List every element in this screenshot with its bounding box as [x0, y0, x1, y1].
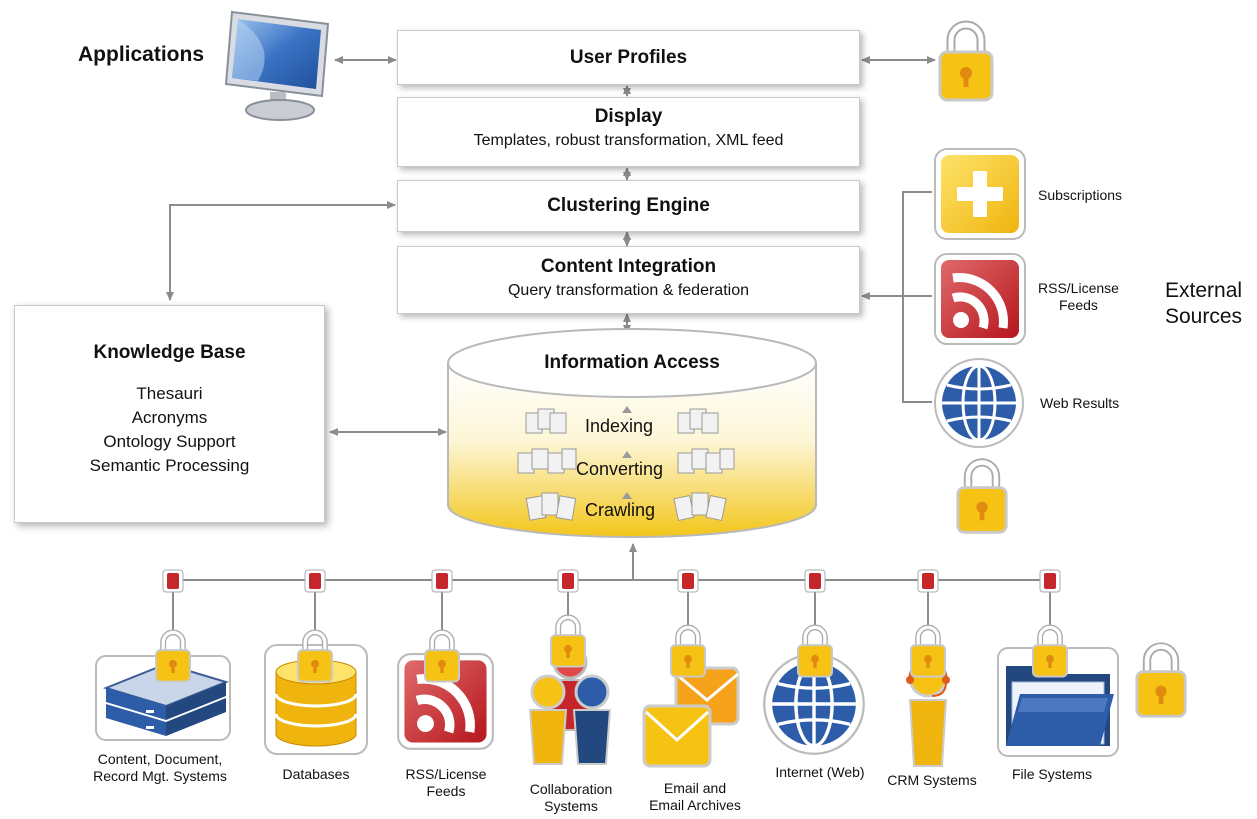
source-label: Databases: [256, 766, 376, 783]
knowledge-base-item: Ontology Support: [103, 432, 236, 451]
user-profiles-title: User Profiles: [569, 47, 688, 68]
monitor-icon: [224, 10, 330, 121]
source-label-line: RSS/License: [405, 766, 487, 782]
lock-icon: [296, 629, 334, 683]
information-access-cylinder: Information Access Indexing Converting C…: [446, 325, 818, 540]
lock-icon: [669, 624, 707, 678]
source-label-line: Databases: [282, 766, 350, 782]
layer-crawling: Crawling: [585, 500, 656, 520]
source-label-line: CRM Systems: [887, 772, 977, 788]
layer-indexing: Indexing: [585, 416, 654, 436]
rss-license-feeds-label: RSS/License Feeds: [1038, 280, 1119, 314]
clustering-engine-title: Clustering Engine: [547, 195, 710, 216]
source-label-line: Email and: [663, 780, 727, 796]
clustering-engine-box: Clustering Engine: [397, 180, 860, 232]
lock-icon: [956, 458, 1008, 534]
rss-icon: [397, 653, 494, 750]
lock-icon: [938, 20, 994, 102]
subscriptions-plus-icon: [934, 148, 1026, 240]
subscriptions-label: Subscriptions: [1038, 187, 1123, 203]
source-label: Content, Document, Record Mgt. Systems: [60, 751, 260, 785]
source-label-line: Feeds: [426, 783, 466, 799]
knowledge-base-item: Acronyms: [131, 408, 208, 427]
source-label-line: Record Mgt. Systems: [93, 768, 227, 784]
source-label: RSS/License Feeds: [386, 766, 506, 800]
source-label-line: Content, Document,: [97, 751, 223, 767]
globe-icon: [763, 653, 865, 755]
web-results-label: Web Results: [1040, 395, 1120, 411]
globe-icon: [934, 358, 1024, 448]
lock-icon: [154, 629, 192, 683]
knowledge-base-list: Thesauri Acronyms Ontology Support Seman…: [15, 382, 324, 478]
lock-icon: [549, 614, 587, 668]
external-sources-title: External Sources: [1165, 278, 1242, 330]
external-title-line: Sources: [1165, 305, 1243, 328]
server-icon: [95, 655, 231, 741]
source-label-line: Collaboration: [529, 781, 613, 797]
content-integration-box: Content Integration Query transformation…: [397, 246, 860, 314]
source-label: CRM Systems: [876, 772, 988, 789]
display-box: Display Templates, robust transformation…: [397, 97, 860, 167]
envelope-icon: [642, 666, 740, 768]
information-access-title: Information Access: [544, 352, 720, 373]
rss-label-line: RSS/License: [1038, 280, 1119, 296]
layer-converting: Converting: [576, 459, 664, 479]
source-label-line: Email Archives: [649, 797, 741, 813]
lock-icon: [1135, 642, 1187, 718]
rss-feed-icon: [934, 253, 1026, 345]
bus-connectors: [162, 569, 1061, 593]
user-profiles-box: User Profiles: [397, 30, 860, 85]
source-label-line: Systems: [544, 798, 598, 814]
knowledge-base-title: Knowledge Base: [93, 342, 246, 363]
knowledge-base-box: Knowledge Base Thesauri Acronyms Ontolog…: [14, 305, 325, 523]
display-subtitle: Templates, robust transformation, XML fe…: [473, 132, 784, 149]
source-label-line: File Systems: [1011, 766, 1093, 782]
folder-icon: [997, 647, 1119, 757]
source-label: Email and Email Archives: [630, 780, 760, 814]
source-label: File Systems: [990, 766, 1114, 783]
applications-label: Applications: [78, 43, 205, 66]
external-title-line: External: [1165, 279, 1243, 302]
lock-icon: [1031, 624, 1069, 678]
lock-icon: [796, 624, 834, 678]
lock-icon: [423, 629, 461, 683]
content-integration-title: Content Integration: [540, 256, 717, 277]
source-label: Collaboration Systems: [506, 781, 636, 815]
database-icon: [264, 644, 368, 755]
knowledge-base-item: Thesauri: [136, 384, 203, 403]
knowledge-base-item: Semantic Processing: [89, 456, 250, 475]
source-label-line: Internet (Web): [775, 764, 865, 780]
source-label: Internet (Web): [758, 764, 882, 781]
cylinder-shape: [447, 328, 817, 538]
lock-icon: [909, 624, 947, 678]
display-title: Display: [594, 106, 663, 127]
rss-label-line: Feeds: [1059, 297, 1098, 313]
content-integration-subtitle: Query transformation & federation: [507, 282, 749, 299]
